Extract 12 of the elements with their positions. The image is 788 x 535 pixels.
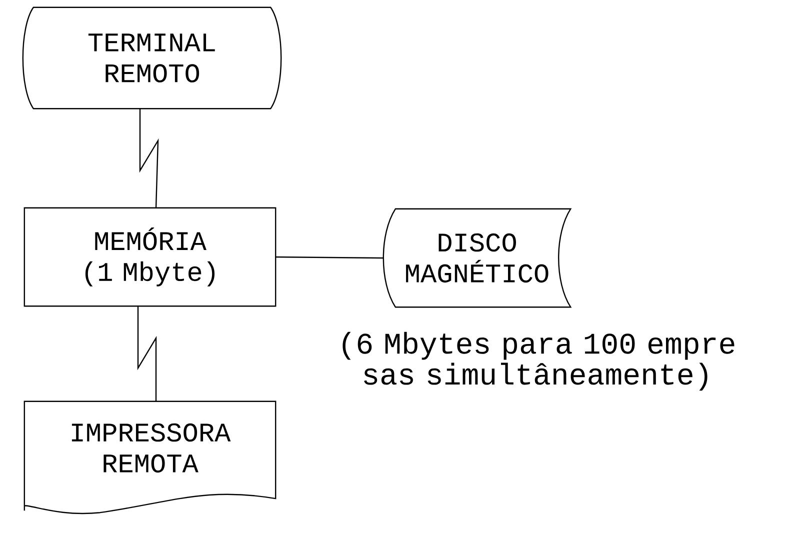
connector-line xyxy=(276,256,384,259)
process-box xyxy=(24,207,276,307)
node-label: TERMINAL REMOTO xyxy=(88,34,215,82)
node-label: IMPRESSORA REMOTA xyxy=(72,423,231,473)
display-shape xyxy=(22,6,282,110)
node-label: MEMÓRIA (1 Mbyte) xyxy=(85,228,215,286)
connector-line xyxy=(137,306,157,402)
document-shape xyxy=(24,400,276,514)
node-label: DISCO MAGNÉTICO xyxy=(406,233,548,283)
connector-line xyxy=(139,108,159,208)
note-text: (6 Mbytes para 100 empre sas simultâneamente) xyxy=(342,332,734,391)
disk-storage-shape xyxy=(382,208,572,308)
